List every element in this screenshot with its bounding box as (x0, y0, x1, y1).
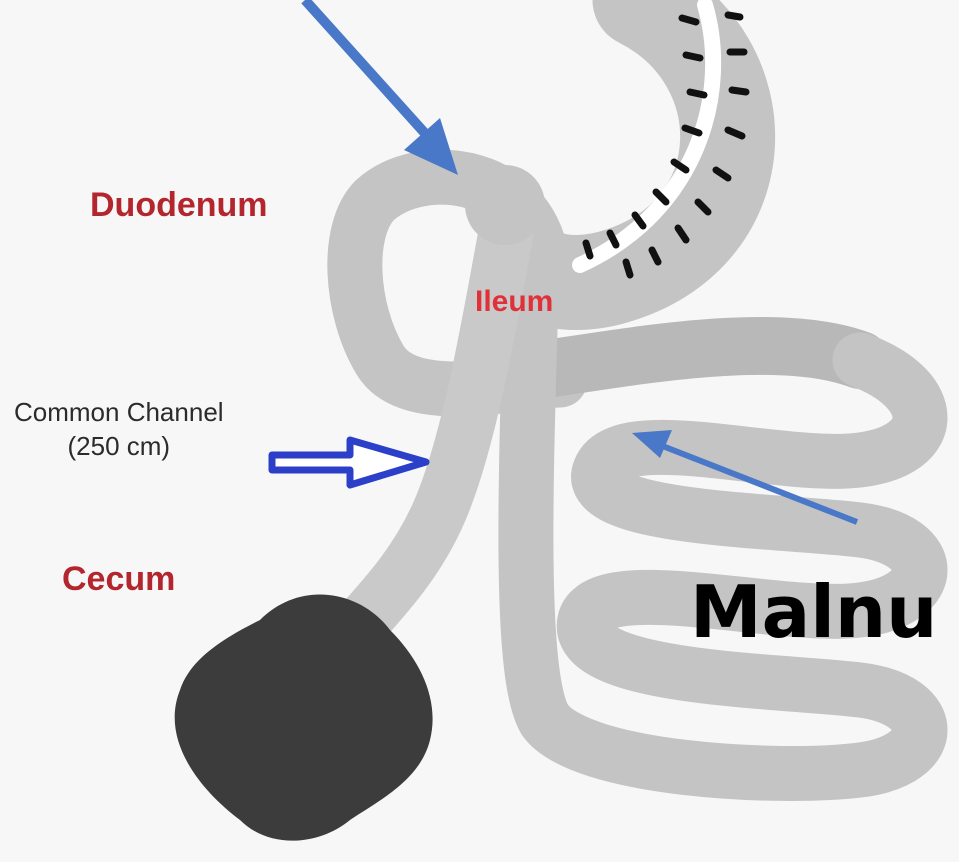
cecum-label: Cecum (62, 560, 175, 599)
common-channel-length: (250 cm) (14, 429, 224, 463)
jejunum-limb (540, 346, 860, 370)
common-channel-title: Common Channel (14, 395, 224, 429)
anastomosis (465, 165, 545, 245)
duodenum-label: Duodenum (90, 186, 268, 225)
malnutrition-label: Malnu (690, 570, 937, 654)
ileum-label: Ileum (475, 285, 553, 319)
common-channel-label: Common Channel (250 cm) (14, 395, 224, 463)
